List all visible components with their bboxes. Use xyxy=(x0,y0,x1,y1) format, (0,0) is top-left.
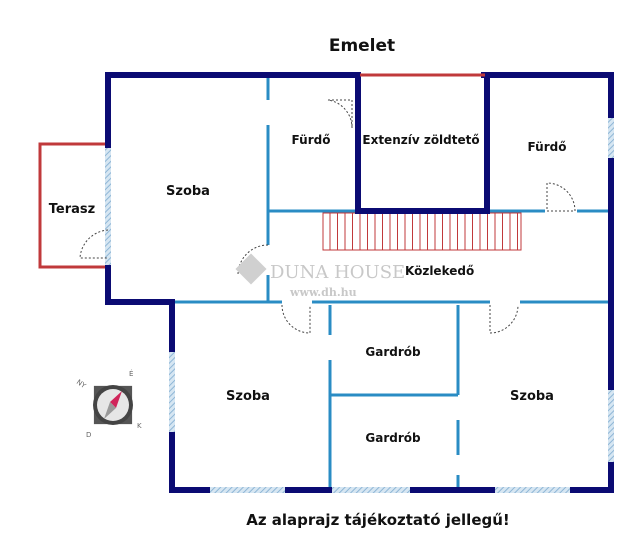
room-gardrob-1: Gardrób xyxy=(365,345,421,359)
room-furdo-2: Fürdő xyxy=(528,140,567,154)
watermark: DUNA HOUSE www.dh.hu xyxy=(235,253,405,299)
compass-icon: NY É K D xyxy=(75,369,142,439)
room-extenziv: Extenzív zöldtető xyxy=(362,133,479,147)
svg-text:É: É xyxy=(129,369,133,378)
room-gardrob-2: Gardrób xyxy=(365,431,421,445)
room-szoba-2: Szoba xyxy=(226,389,270,404)
windows xyxy=(105,118,614,493)
svg-text:NY: NY xyxy=(75,378,88,390)
inner-walls xyxy=(172,78,611,490)
room-furdo-1: Fürdő xyxy=(292,133,331,147)
room-szoba-1: Szoba xyxy=(166,184,210,199)
svg-text:D: D xyxy=(86,431,91,439)
staircase xyxy=(322,212,522,251)
svg-text:K: K xyxy=(137,422,142,430)
disclaimer: Az alaprajz tájékoztató jellegű! xyxy=(246,511,510,529)
doors xyxy=(79,99,576,334)
room-terasz: Terasz xyxy=(49,202,95,217)
plan-title: Emelet xyxy=(329,36,395,56)
svg-text:DUNA HOUSE: DUNA HOUSE xyxy=(270,262,405,283)
room-szoba-3: Szoba xyxy=(510,389,554,404)
svg-text:www.dh.hu: www.dh.hu xyxy=(289,286,357,299)
room-kozlekedo: Közlekedő xyxy=(405,264,474,278)
